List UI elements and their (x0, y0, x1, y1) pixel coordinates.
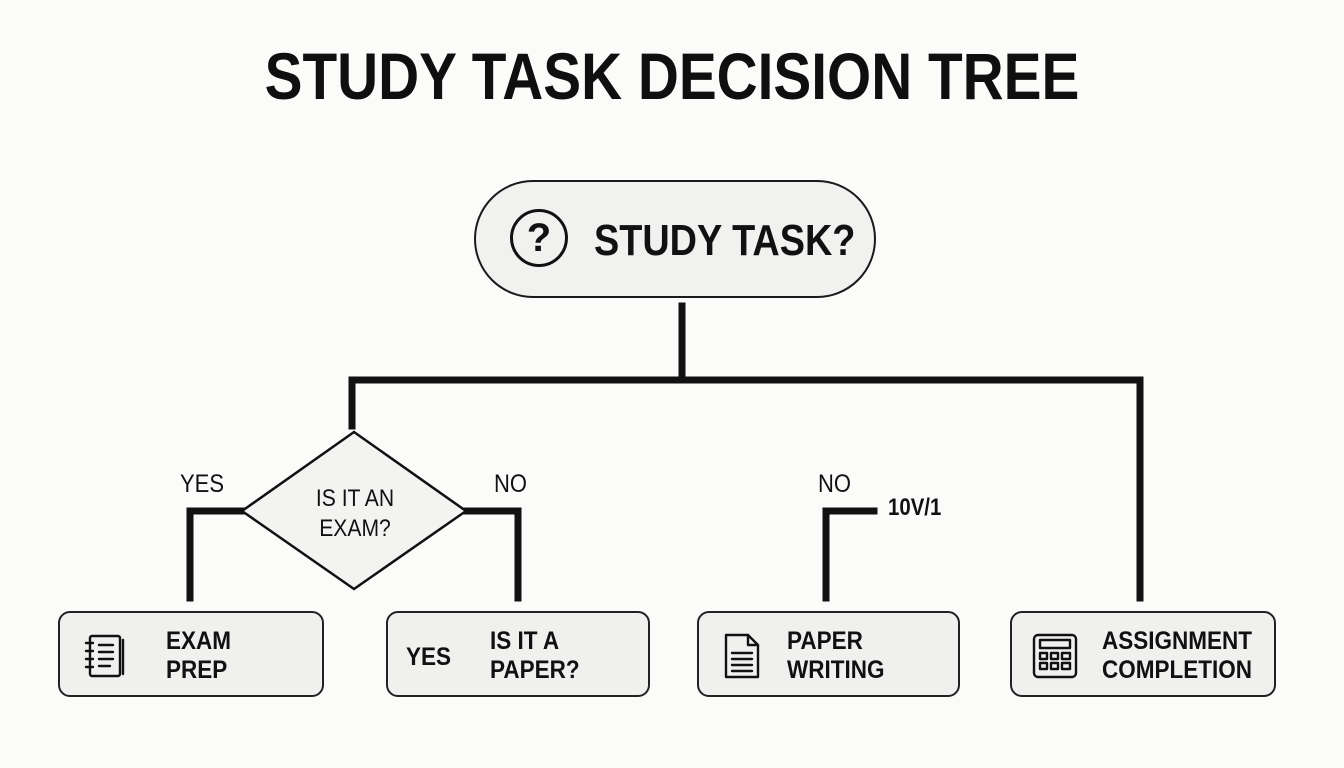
node-assignment-completion: ASSIGNMENT COMPLETION (1010, 611, 1276, 697)
root-node-label: STUDY TASK? (594, 216, 856, 265)
yes-branch-line (186, 507, 246, 602)
document-icon (724, 633, 760, 679)
node-is-it-a-paper-label: IS IT A PAPER? (490, 627, 580, 685)
node-exam-prep: EXAM PREP (58, 611, 324, 697)
node-assignment-completion-label: ASSIGNMENT COMPLETION (1102, 627, 1252, 685)
edge-label-no: NO (494, 470, 527, 498)
no-right-branch-line (822, 507, 878, 602)
calculator-icon (1032, 633, 1078, 679)
node-paper-writing-line-1: PAPER (787, 627, 863, 655)
node-assignment-completion-line-1: ASSIGNMENT (1102, 627, 1253, 655)
node-exam-prep-label: EXAM PREP (166, 627, 231, 685)
decision-line-2: EXAM? (319, 515, 391, 542)
node-is-it-a-paper: YES IS IT A PAPER? (386, 611, 650, 697)
node-paper-writing-line-2: WRITING (787, 656, 885, 684)
node-exam-prep-line-1: EXAM (166, 627, 232, 655)
question-circle-icon: ? (510, 209, 568, 267)
node-is-it-a-paper-line-2: PAPER? (490, 656, 580, 684)
node-paper-yes-label: YES (406, 643, 452, 671)
node-exam-prep-line-2: PREP (166, 656, 228, 684)
node-assignment-completion-line-2: COMPLETION (1102, 656, 1253, 684)
decision-line-1: IS IT AN (315, 485, 395, 512)
node-paper-writing-label: PAPER WRITING (787, 627, 884, 685)
stray-label: 10V/1 (888, 494, 942, 521)
notebook-icon (84, 634, 125, 678)
node-paper-writing: PAPER WRITING (697, 611, 960, 697)
decision-node-label: IS IT AN EXAM? (280, 484, 430, 544)
edge-label-yes: YES (180, 470, 225, 498)
root-node-study-task: ? STUDY TASK? (474, 180, 876, 298)
no-branch-line (462, 507, 522, 602)
diagram-title: STUDY TASK DECISION TREE (264, 39, 1080, 113)
decision-diamond (239, 430, 469, 591)
node-is-it-a-paper-line-1: IS IT A (490, 627, 560, 655)
edge-label-no-right: NO (818, 470, 851, 498)
